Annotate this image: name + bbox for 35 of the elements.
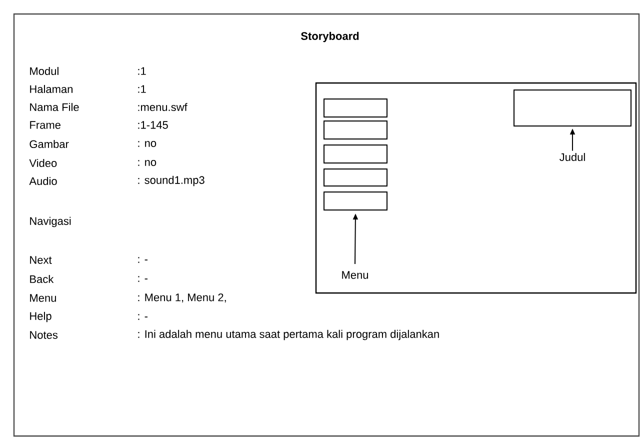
field-value: : sound1.mp3 xyxy=(138,176,204,186)
field-name: Frame xyxy=(30,121,60,129)
field-value: : - xyxy=(138,314,148,320)
title: Storyboard xyxy=(300,32,359,42)
field-name: Back xyxy=(30,274,54,284)
field-value: : no xyxy=(138,141,156,148)
title-box xyxy=(514,90,632,126)
field-value: : Ini adalah menu utama saat pertama kali program dijalankan xyxy=(138,330,439,340)
field-value: :1 xyxy=(138,67,146,75)
field-value: :menu.swf xyxy=(138,102,188,112)
field-value: : - xyxy=(138,276,148,282)
field-name: Gambar xyxy=(30,140,69,148)
field-value: : Menu 1, Menu 2, xyxy=(138,293,226,303)
field-name: Audio xyxy=(29,176,57,186)
field-name: Notes xyxy=(30,331,58,339)
field-name: Modul xyxy=(30,66,58,76)
menu-button-box xyxy=(324,98,388,118)
field-name: Nama File xyxy=(30,102,79,112)
field-name: Help xyxy=(30,312,52,322)
field-value: : no xyxy=(138,160,156,166)
field-value: :1-145 xyxy=(138,121,168,129)
menu-button-box xyxy=(324,120,388,140)
field-value: : - xyxy=(138,257,148,263)
screen-frame xyxy=(315,82,637,294)
callout-label: Judul xyxy=(560,152,585,162)
field-name: Navigasi xyxy=(30,216,71,228)
field-value: :1 xyxy=(138,85,146,93)
field-name: Video xyxy=(29,158,57,168)
field-name: Next xyxy=(30,256,52,264)
field-name: Menu xyxy=(30,294,56,302)
menu-button-box xyxy=(324,192,388,210)
menu-button-box xyxy=(324,144,388,164)
menu-button-box xyxy=(324,168,388,186)
field-name: Halaman xyxy=(30,84,72,94)
callout-label: Menu xyxy=(342,271,368,279)
